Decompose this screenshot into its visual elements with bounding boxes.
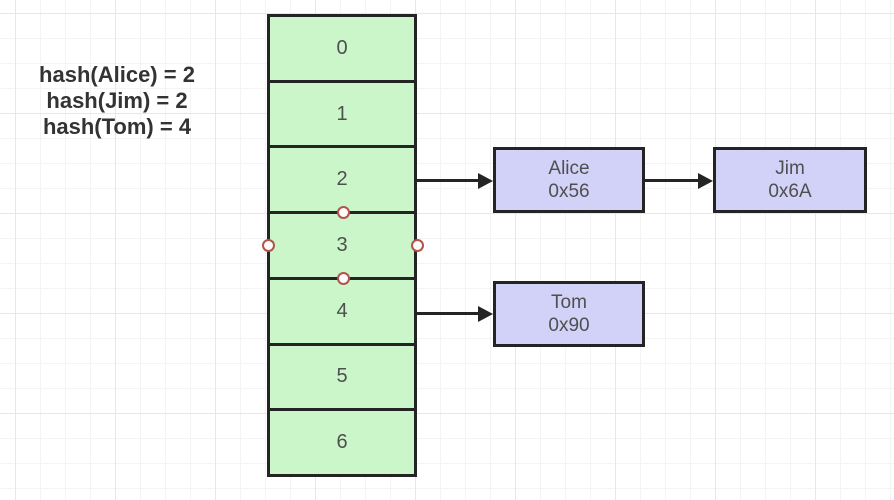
- node-tom-address: 0x90: [548, 315, 590, 336]
- arrow-bucket2-to-alice[interactable]: [417, 172, 493, 189]
- connection-handle-left[interactable]: [261, 238, 275, 252]
- bucket-2[interactable]: 2: [270, 145, 414, 211]
- hash-annotation-line-tom: hash(Tom) = 4: [42, 114, 192, 139]
- arrow-alice-to-jim[interactable]: [645, 172, 713, 189]
- node-jim-name: Jim: [775, 158, 805, 179]
- hash-annotation-line-alice: hash(Alice) = 2: [39, 62, 195, 87]
- node-jim-address: 0x6A: [768, 181, 812, 202]
- node-tom[interactable]: Tom 0x90: [493, 281, 645, 347]
- node-alice-name: Alice: [548, 158, 590, 179]
- connection-handle-right[interactable]: [410, 238, 424, 252]
- bucket-3[interactable]: 3: [270, 211, 414, 277]
- hash-annotation[interactable]: hash(Alice) = 2 hash(Jim) = 2 hash(Tom) …: [6, 62, 228, 140]
- connection-handle-top[interactable]: [336, 205, 350, 219]
- node-alice-address: 0x56: [548, 181, 590, 202]
- node-jim[interactable]: Jim 0x6A: [713, 147, 867, 213]
- bucket-6[interactable]: 6: [270, 408, 414, 474]
- bucket-4[interactable]: 4: [270, 276, 414, 343]
- bucket-5[interactable]: 5: [270, 342, 414, 409]
- node-alice[interactable]: Alice 0x56: [493, 147, 645, 213]
- bucket-0[interactable]: 0: [336, 36, 348, 59]
- hash-table-array[interactable]: 0 1 2 3 4 5 6: [267, 14, 417, 477]
- arrow-bucket4-to-tom[interactable]: [417, 305, 493, 322]
- connection-handle-bottom[interactable]: [336, 271, 350, 285]
- bucket-1[interactable]: 1: [270, 79, 414, 146]
- hash-annotation-line-jim: hash(Jim) = 2: [46, 88, 188, 113]
- node-tom-name: Tom: [551, 292, 587, 313]
